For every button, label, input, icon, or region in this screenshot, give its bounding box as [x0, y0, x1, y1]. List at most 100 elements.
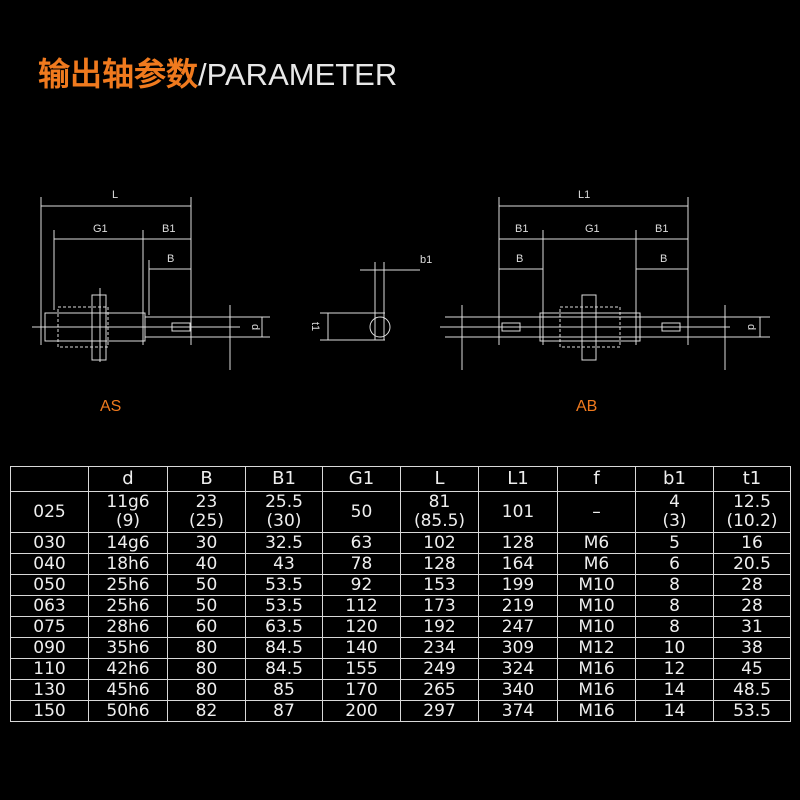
cell-value: (9) [115, 511, 141, 531]
cell-value: 374 [501, 701, 535, 721]
column-header: L1 [478, 466, 558, 492]
table-cell: 48.5 [713, 679, 791, 701]
table-cell: 80 [167, 658, 246, 680]
table-cell: 249 [400, 658, 479, 680]
table-cell: 25h6 [88, 574, 168, 596]
cell-value: 5 [669, 533, 680, 553]
dim-label-B: B [167, 253, 174, 265]
cell-value: 78 [350, 554, 373, 574]
table-cell: 28 [713, 595, 791, 617]
table-cell: M16 [557, 700, 636, 722]
cell-value: 309 [501, 638, 535, 658]
table-cell: 50 [167, 595, 246, 617]
table-cell: 8 [635, 595, 714, 617]
table-cell: 20.5 [713, 553, 791, 575]
table-cell: 102 [400, 532, 479, 554]
table-cell: 153 [400, 574, 479, 596]
cell-value: 16 [741, 533, 763, 553]
cell-value: 92 [350, 575, 373, 595]
cell-value: (85.5) [413, 511, 466, 531]
dim-label-G1: G1 [93, 223, 108, 235]
table-cell: 14g6 [88, 532, 168, 554]
cell-value: 090 [33, 638, 66, 658]
cell-value: 30 [195, 533, 218, 553]
table-cell: 50 [322, 491, 401, 533]
table-cell: 42h6 [88, 658, 168, 680]
table-cell: 265 [400, 679, 479, 701]
table-cell: 80 [167, 679, 246, 701]
table-cell: 10 [635, 637, 714, 659]
cell-value: 63 [350, 533, 373, 553]
dim-label-t1: t1 [309, 322, 321, 331]
cell-value: M16 [578, 701, 615, 721]
cell-value: 164 [501, 554, 535, 574]
table-cell: 192 [400, 616, 479, 638]
cell-value: 173 [423, 596, 456, 616]
column-header [10, 466, 89, 492]
label-ab: AB [576, 398, 598, 415]
cell-value: 219 [501, 596, 535, 616]
table-cell: 84.5 [245, 658, 323, 680]
table-cell: 374 [478, 700, 558, 722]
table-cell: 155 [322, 658, 401, 680]
cell-value: 040 [33, 554, 66, 574]
cell-value: 53.5 [265, 575, 303, 595]
cell-value: 43 [273, 554, 295, 574]
cell-value: 8 [669, 596, 680, 616]
table-cell: M16 [557, 679, 636, 701]
table-cell: 84.5 [245, 637, 323, 659]
table-cell: 297 [400, 700, 479, 722]
table-cell: 23(25) [167, 491, 246, 533]
table-cell: 92 [322, 574, 401, 596]
cell-value: 50 [195, 575, 218, 595]
dim-label-B-right: B [660, 253, 667, 265]
cell-value: M6 [583, 554, 610, 574]
dim-label-L: L [112, 189, 118, 201]
cell-value: 50 [350, 501, 373, 522]
table-cell: 31 [713, 616, 791, 638]
cell-value: (3) [662, 511, 687, 531]
cell-value: M12 [578, 638, 615, 658]
table-cell: 18h6 [88, 553, 168, 575]
table-cell: 170 [322, 679, 401, 701]
table-cell: 030 [10, 532, 89, 554]
table-cell: 25h6 [88, 595, 168, 617]
table-cell: 110 [10, 658, 89, 680]
table-cell: 063 [10, 595, 89, 617]
cell-value: 128 [501, 533, 535, 553]
cell-value: 28 [741, 596, 763, 616]
cell-value: (10.2) [726, 511, 778, 531]
cell-value: 324 [501, 659, 535, 679]
table-cell: 324 [478, 658, 558, 680]
as-drawing: L G1 B1 B d [32, 189, 270, 370]
table-cell: 199 [478, 574, 558, 596]
table-cell: 040 [10, 553, 89, 575]
cell-value: 12 [663, 659, 686, 679]
table-cell: 87 [245, 700, 323, 722]
cell-value: 030 [33, 533, 66, 553]
table-cell: 8 [635, 616, 714, 638]
table-cell: 60 [167, 616, 246, 638]
column-header: B1 [245, 466, 323, 492]
label-as: AS [100, 398, 122, 415]
ab-drawing: L1 B1 G1 B1 B B d [440, 189, 770, 370]
cell-value: 45h6 [106, 680, 150, 700]
table-cell: 43 [245, 553, 323, 575]
table-cell: 075 [10, 616, 89, 638]
cell-value: 50h6 [106, 701, 150, 721]
cell-value: 25h6 [106, 575, 150, 595]
column-header: t1 [713, 466, 791, 492]
cell-value: 8 [669, 575, 680, 595]
table-cell: 78 [322, 553, 401, 575]
table-cell: – [557, 491, 636, 533]
page-title: 输出轴参数/PARAMETER [38, 52, 397, 97]
table-cell: 14 [635, 700, 714, 722]
cell-value: 050 [33, 575, 66, 595]
column-header: d [88, 466, 168, 492]
table-cell: 53.5 [245, 595, 323, 617]
